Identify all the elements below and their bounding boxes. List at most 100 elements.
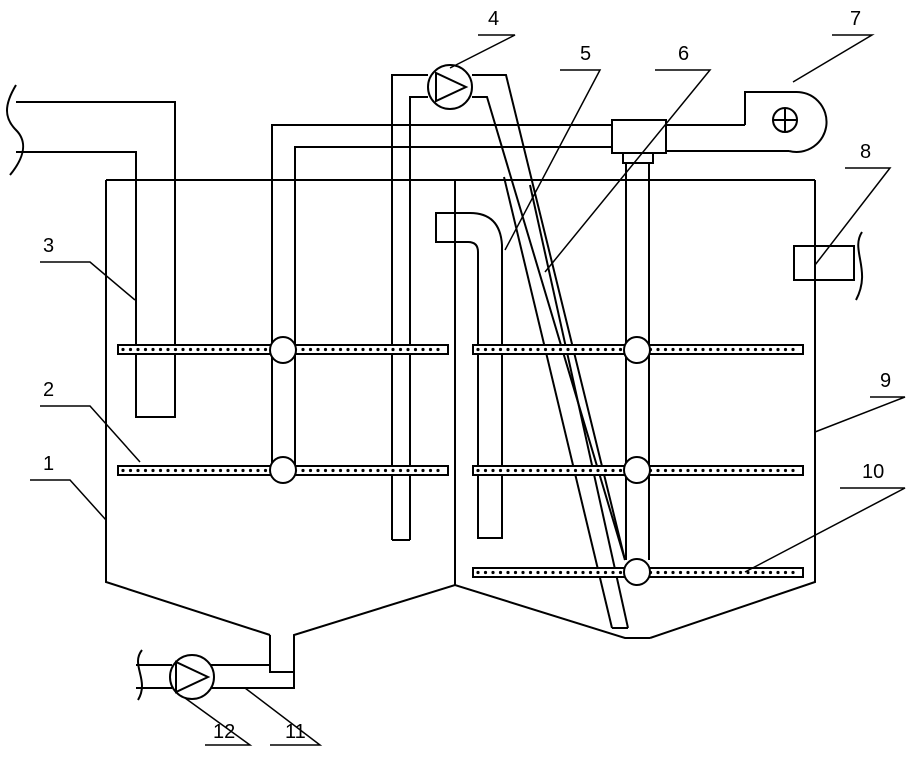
aerator-hole: [566, 570, 570, 575]
aerator-hole: [693, 347, 698, 352]
aerator-hole: [753, 347, 758, 352]
aerator-hole: [701, 570, 705, 575]
aerator-hole: [566, 468, 570, 473]
aerator-hole: [188, 347, 193, 352]
aerator-hole: [483, 570, 488, 575]
discharge-pipe: [136, 649, 295, 701]
aerator-hole: [248, 347, 253, 352]
pump-bottom: [169, 654, 215, 700]
aerator-hole: [391, 468, 395, 473]
aerator-hole: [203, 468, 208, 473]
aerator-hole: [413, 347, 418, 352]
aerator-hole: [368, 468, 373, 473]
aerator-hole: [783, 570, 788, 575]
aerator-hole: [716, 468, 720, 473]
aerator-hole: [181, 468, 185, 473]
aerator-hole: [746, 347, 750, 352]
aerator-hole: [241, 468, 245, 473]
aerator-hole: [421, 347, 425, 352]
aerator-hole: [671, 468, 675, 473]
aerator-hole: [166, 468, 170, 473]
aerator-hole: [581, 347, 585, 352]
aerator-hole: [203, 347, 208, 352]
aerator-hole: [308, 347, 313, 352]
aerator-hole: [436, 347, 440, 352]
aerator-hole: [776, 347, 780, 352]
aerator-hole: [173, 468, 178, 473]
aerator-hole: [753, 570, 758, 575]
aerator-hole: [611, 347, 615, 352]
aerator-hole: [421, 468, 425, 473]
aerator-hole: [791, 570, 795, 575]
aerator-hole: [656, 347, 660, 352]
aerator-hole: [746, 468, 750, 473]
pump-icon: [169, 654, 215, 700]
aerator-hole: [513, 347, 518, 352]
aerator-hole: [181, 347, 185, 352]
aerator-hole: [791, 468, 795, 473]
aerator-hole: [406, 347, 410, 352]
aerator-hole: [686, 468, 690, 473]
aerator-hole: [573, 468, 578, 473]
aerator-hole: [256, 468, 260, 473]
gooseneck-pipe: [435, 212, 503, 539]
aerator-hole: [301, 347, 305, 352]
aerator-hole: [521, 347, 525, 352]
aerator-hole: [618, 570, 623, 575]
aerator-hole: [663, 570, 668, 575]
aerator-hole: [588, 570, 593, 575]
aerator-hole: [708, 570, 713, 575]
label-5: 5: [580, 43, 591, 65]
label-4: 4: [488, 8, 499, 30]
aerator-hole: [573, 347, 578, 352]
aerator-hole: [188, 468, 193, 473]
aerator-hole: [776, 570, 780, 575]
aerator-hole: [248, 468, 253, 473]
aerator-hole: [783, 347, 788, 352]
aerator-hole: [211, 347, 215, 352]
aerator-hole: [738, 347, 743, 352]
aerator-hole: [491, 468, 495, 473]
aerator-hole: [476, 347, 480, 352]
aerator-hole: [226, 468, 230, 473]
label-12: 12: [213, 721, 235, 743]
aerator-hole: [361, 347, 365, 352]
aerator-hole: [498, 570, 503, 575]
aerator-hole: [708, 468, 713, 473]
aerator-hole: [731, 468, 735, 473]
blower: [666, 90, 828, 153]
aerator-hole: [263, 468, 268, 473]
label-3: 3: [43, 235, 54, 257]
aerator-hole: [723, 570, 728, 575]
aerator-hole: [746, 570, 750, 575]
aerator-hole: [151, 347, 155, 352]
aerator-hole: [551, 347, 555, 352]
aerator-hole: [136, 347, 140, 352]
aerator-hole: [656, 468, 660, 473]
aerator-hole: [413, 468, 418, 473]
aeration-headers: [117, 344, 804, 578]
aerator-hole: [398, 468, 403, 473]
aerator-hole: [513, 570, 518, 575]
aerator-hole: [603, 468, 608, 473]
aerator-hole: [316, 468, 320, 473]
pump-icon: [427, 64, 473, 110]
aerator-hole: [738, 570, 743, 575]
aerator-hole: [506, 347, 510, 352]
leader-lines: [30, 34, 906, 746]
aerator-hole: [331, 347, 335, 352]
aerator-hole: [603, 570, 608, 575]
aerator-hole: [581, 468, 585, 473]
aerator-hole: [483, 468, 488, 473]
aerator-hole: [308, 468, 313, 473]
aerator-hole: [543, 570, 548, 575]
tank-outline: [105, 179, 816, 673]
aerator-hole: [211, 468, 215, 473]
aerator-hole: [581, 570, 585, 575]
air-riser-right: [625, 163, 650, 560]
aerator-hole: [383, 347, 388, 352]
aerator-hole: [428, 468, 433, 473]
aerator-hole: [128, 468, 133, 473]
aerator-hole: [618, 468, 623, 473]
label-6: 6: [678, 43, 689, 65]
